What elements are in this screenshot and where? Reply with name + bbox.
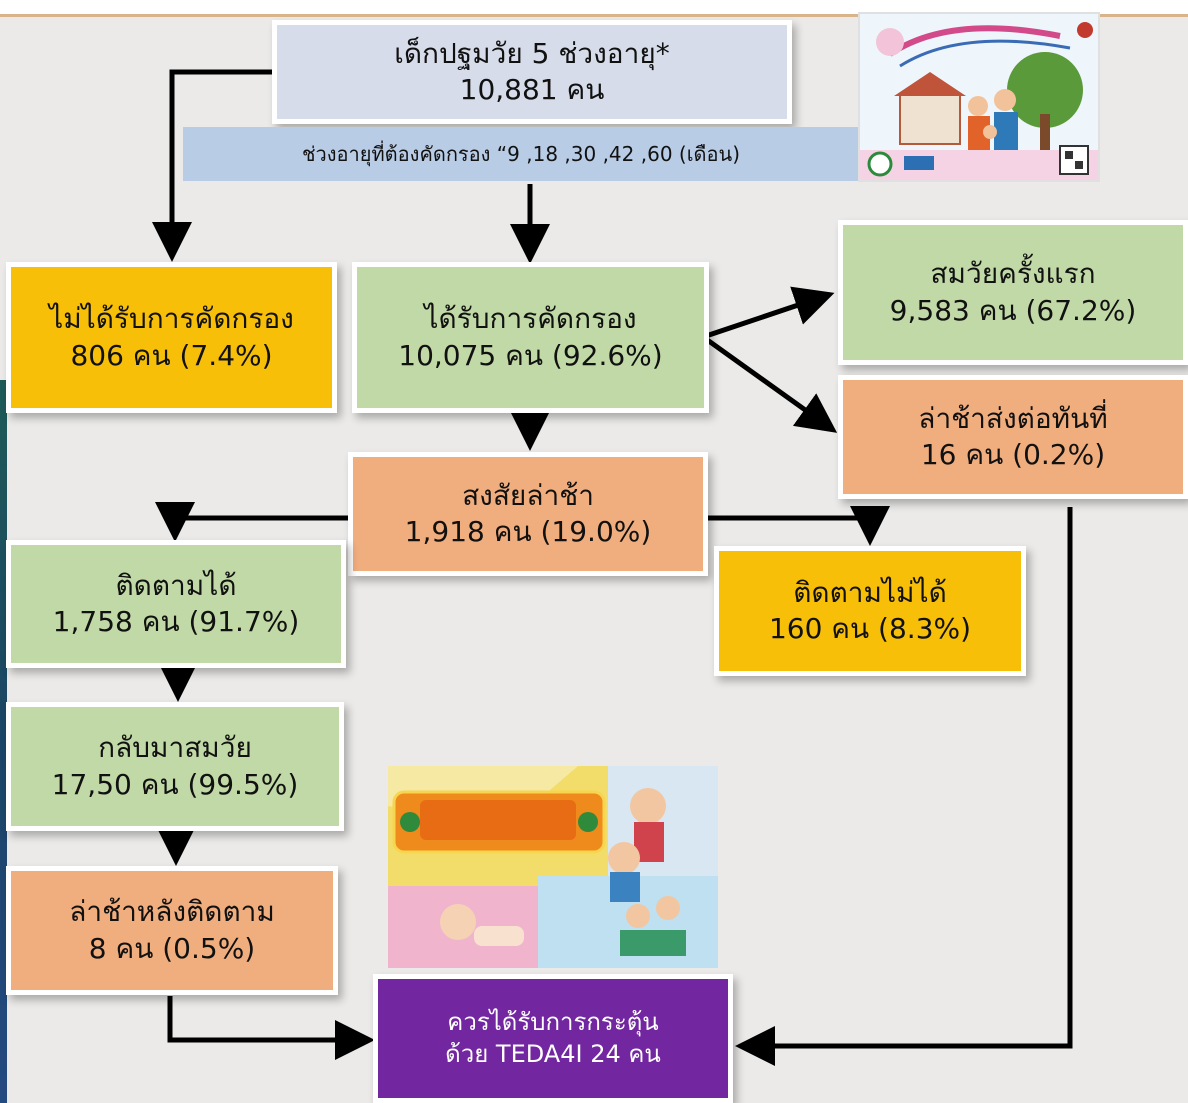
node-delay-after-follow: ล่าช้าหลังติดตาม 8 คน (0.5%) — [6, 866, 338, 995]
arrow-suspected-to-followed — [155, 502, 355, 542]
root-line2: 10,881 คน — [459, 73, 605, 106]
arrow-delay-after-to-stimulate — [167, 996, 375, 1060]
screening-ages-note: ช่วงอายุที่ต้องคัดกรอง “9 ,18 ,30 ,42 ,6… — [183, 127, 859, 181]
node-back-normal: กลับมาสมวัย 17,50 คน (99.5%) — [6, 702, 344, 831]
node-followed: ติดตามได้ 1,758 คน (91.7%) — [6, 540, 346, 668]
suspected-line1: สงสัยล่าช้า — [462, 478, 594, 512]
dsm-cover-illustration — [860, 14, 1098, 180]
node-screened: ได้รับการคัดกรอง 10,075 คน (92.6%) — [352, 262, 709, 413]
back-normal-line1: กลับมาสมวัย — [98, 731, 252, 765]
arrow-screened-to-delay-refer — [704, 336, 838, 433]
left-edge-strip — [0, 380, 7, 1103]
followed-line2: 1,758 คน (91.7%) — [52, 605, 300, 638]
back-normal-line2: 17,50 คน (99.5%) — [51, 767, 299, 801]
node-suspected-delay: สงสัยล่าช้า 1,918 คน (19.0%) — [348, 452, 708, 576]
suspected-line2: 1,918 คน (19.0%) — [404, 515, 652, 548]
node-stimulate-teda4i: ควรได้รับการกระตุ้น ด้วย TEDA4I 24 คน — [373, 974, 733, 1103]
dsm-manual-cover-image — [858, 12, 1100, 182]
arrow-screened-to-normal-first — [705, 286, 835, 339]
normal-first-line1: สมวัยครั้งแรก — [930, 257, 1096, 291]
arrow-root-to-not-screened — [152, 69, 275, 262]
teda4i-manual-cover-image — [388, 766, 718, 968]
followed-line1: ติดตามได้ — [115, 568, 237, 602]
delay-after-line2: 8 คน (0.5%) — [88, 931, 256, 965]
teda4i-cover-illustration — [388, 766, 718, 968]
node-not-screened: ไม่ได้รับการคัดกรอง 806 คน (7.4%) — [6, 262, 337, 413]
delay-refer-line2: 16 คน (0.2%) — [920, 438, 1106, 471]
screened-line1: ได้รับการคัดกรอง — [424, 302, 637, 336]
not-followed-line1: ติดตามไม่ได้ — [793, 575, 947, 609]
arrow-suspected-to-not-followed — [706, 506, 890, 546]
screened-line2: 10,075 คน (92.6%) — [398, 338, 663, 372]
delay-refer-line1: ล่าช้าส่งต่อทันที่ — [918, 401, 1108, 435]
arrow-delay-refer-to-stimulate — [735, 507, 1073, 1066]
node-normal-first: สมวัยครั้งแรก 9,583 คน (67.2%) — [838, 220, 1188, 365]
not-screened-line2: 806 คน (7.4%) — [70, 338, 273, 372]
not-screened-line1: ไม่ได้รับการคัดกรอง — [49, 302, 294, 336]
node-not-followed: ติดตามไม่ได้ 160 คน (8.3%) — [714, 546, 1026, 676]
stimulate-line2: ด้วย TEDA4I 24 คน — [445, 1039, 661, 1068]
delay-after-line1: ล่าช้าหลังติดตาม — [69, 895, 275, 929]
root-line1: เด็กปฐมวัย 5 ช่วงอายุ* — [394, 36, 670, 70]
not-followed-line2: 160 คน (8.3%) — [768, 612, 972, 645]
normal-first-line2: 9,583 คน (67.2%) — [889, 293, 1137, 327]
stimulate-line1: ควรได้รับการกระตุ้น — [447, 1008, 659, 1037]
node-delay-refer: ล่าช้าส่งต่อทันที่ 16 คน (0.2%) — [838, 375, 1188, 499]
root-node-children-total: เด็กปฐมวัย 5 ช่วงอายุ* 10,881 คน — [272, 20, 792, 124]
